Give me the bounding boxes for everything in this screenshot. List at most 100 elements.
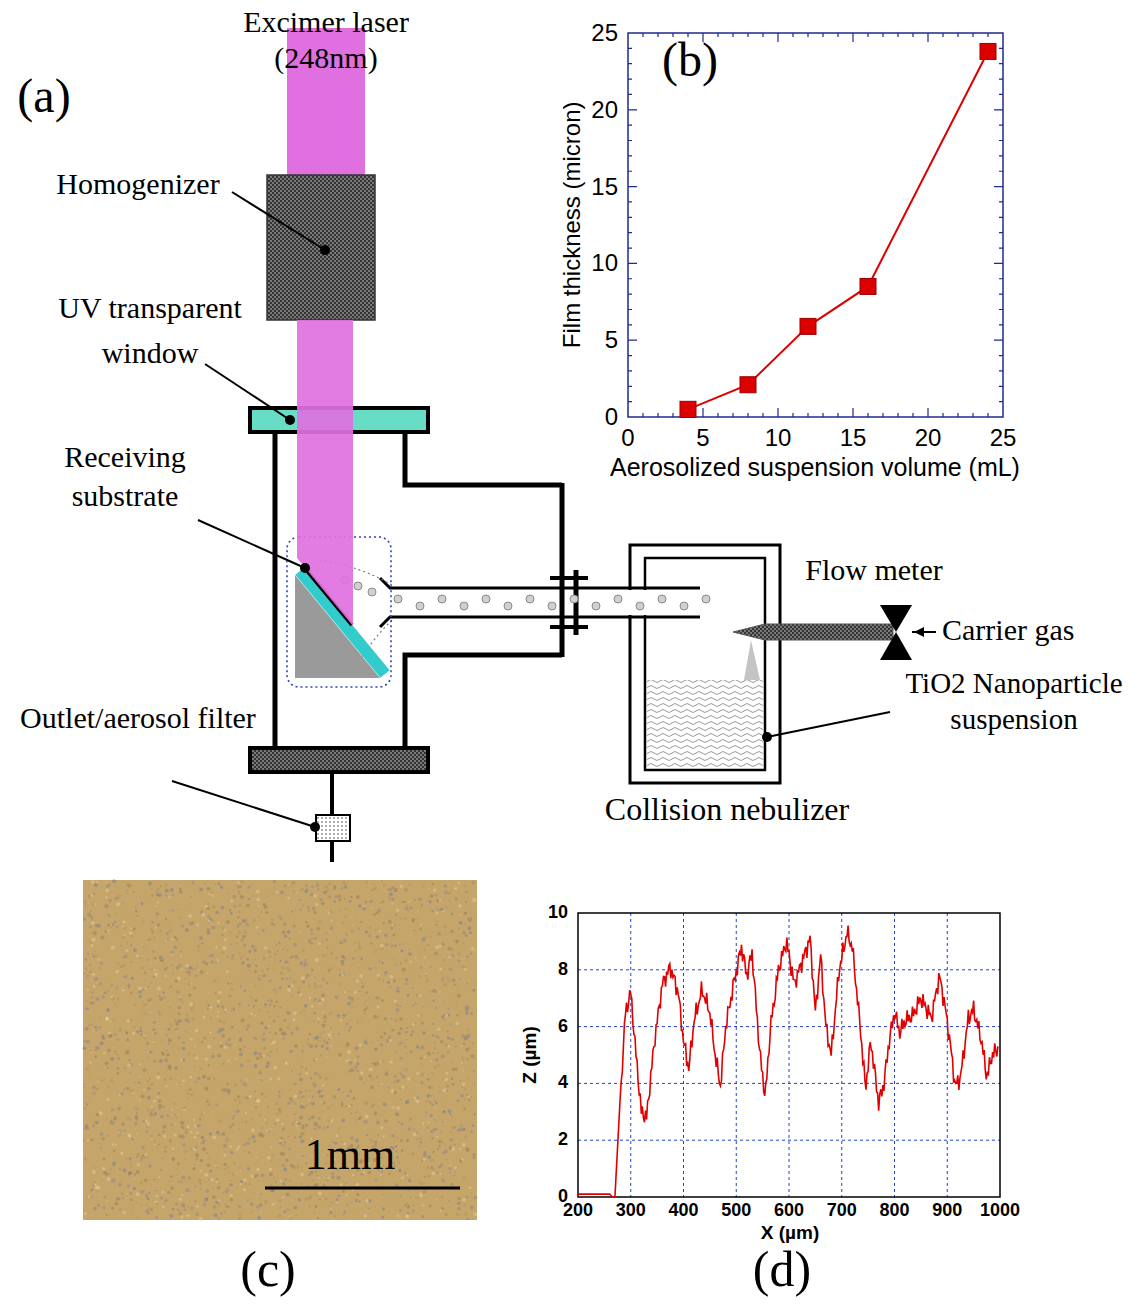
photo-speck	[350, 1108, 352, 1110]
photo-speck	[232, 1117, 235, 1120]
photo-speck	[454, 897, 458, 901]
photo-speck	[370, 1218, 371, 1219]
photo-speck	[125, 911, 127, 913]
photo-speck	[399, 944, 400, 945]
photo-speck	[281, 1123, 283, 1125]
photo-speck	[375, 1179, 378, 1182]
photo-speck	[283, 1019, 286, 1022]
photo-speck	[217, 1005, 220, 1008]
photo-speck	[147, 1122, 150, 1125]
photo-speck	[373, 886, 377, 890]
photo-speck	[410, 1034, 413, 1037]
photo-speck	[296, 1214, 297, 1215]
photo-speck	[145, 1119, 148, 1122]
photo-speck	[421, 1204, 423, 1206]
photo-speck	[448, 1033, 449, 1034]
photo-speck	[183, 1107, 185, 1109]
photo-speck	[427, 1078, 430, 1081]
photo-speck	[136, 915, 138, 917]
photo-speck	[420, 928, 423, 931]
photo-speck	[140, 1033, 143, 1036]
photo-speck	[368, 996, 369, 997]
photo-speck	[128, 1204, 130, 1206]
photo-speck	[136, 1170, 140, 1174]
photo-speck	[130, 1199, 133, 1202]
photo-speck	[301, 976, 305, 980]
photo-speck	[207, 972, 209, 974]
photo-speck	[247, 964, 251, 968]
flange-bolt	[550, 578, 588, 627]
photo-speck	[300, 908, 302, 910]
photo-speck	[305, 1089, 308, 1092]
photo-speck	[346, 1184, 348, 1186]
aerosol-particle	[354, 582, 362, 590]
photo-speck	[288, 985, 291, 988]
aerosol-particle	[636, 602, 644, 610]
photo-speck	[363, 1009, 366, 1012]
photo-speck	[202, 1147, 206, 1151]
photo-speck	[466, 1196, 468, 1198]
photo-speck	[145, 1130, 148, 1133]
photo-speck	[367, 1006, 369, 1008]
photo-speck	[473, 1212, 477, 1216]
photo-speck	[308, 1115, 309, 1116]
photo-speck	[299, 899, 301, 901]
photo-speck	[368, 1074, 371, 1077]
photo-speck	[465, 891, 467, 893]
photo-speck	[211, 1115, 212, 1116]
photo-speck	[300, 889, 302, 891]
photo-speck	[450, 1131, 451, 1132]
photo-speck	[156, 1190, 157, 1191]
photo-speck	[375, 929, 377, 931]
photo-speck	[231, 983, 233, 985]
photo-speck	[455, 1172, 456, 1173]
photo-speck	[418, 1146, 420, 1148]
photo-speck	[278, 1095, 281, 1098]
photo-speck	[246, 1142, 249, 1145]
photo-speck	[437, 932, 441, 936]
photo-speck	[295, 1027, 299, 1031]
photo-speck	[240, 1183, 242, 1185]
photo-speck	[408, 952, 412, 956]
photo-speck	[161, 1105, 165, 1109]
photo-speck	[167, 1028, 170, 1031]
photo-speck	[132, 1089, 134, 1091]
photo-speck	[398, 1005, 400, 1007]
photo-speck	[153, 936, 156, 939]
photo-speck	[205, 1058, 208, 1061]
photo-speck	[188, 971, 191, 974]
photo-speck	[308, 1199, 309, 1200]
photo-speck	[474, 1196, 477, 1199]
photo-speck	[100, 1132, 104, 1136]
photo-speck	[223, 946, 227, 950]
photo-speck	[141, 1094, 145, 1098]
photo-speck	[170, 1214, 174, 1218]
photo-speck	[217, 1133, 219, 1135]
photo-speck	[85, 968, 87, 970]
photo-speck	[118, 1104, 119, 1105]
gas-arrowhead	[914, 627, 924, 637]
photo-speck	[461, 1057, 464, 1060]
chart-frame	[628, 33, 1003, 417]
photo-speck	[374, 1048, 377, 1051]
nanoparticle-suspension	[647, 680, 763, 768]
photo-speck	[343, 1014, 346, 1017]
photo-speck	[126, 1038, 129, 1041]
photo-speck	[393, 934, 396, 937]
photo-speck	[383, 922, 385, 924]
photo-speck	[294, 955, 298, 959]
photo-speck	[116, 902, 120, 906]
photo-speck	[419, 994, 422, 997]
photo-speck	[380, 1027, 381, 1028]
photo-speck	[468, 1099, 471, 1102]
photo-speck	[236, 1148, 239, 1151]
photo-speck	[417, 935, 418, 936]
photo-speck	[182, 1143, 185, 1146]
photo-speck	[181, 1125, 184, 1128]
photo-speck	[430, 1158, 434, 1162]
photo-speck	[84, 1158, 86, 1160]
photo-speck	[323, 1031, 325, 1033]
photo-speck	[407, 1077, 410, 1080]
photo-speck	[304, 1197, 308, 1201]
photo-speck	[181, 1059, 183, 1061]
